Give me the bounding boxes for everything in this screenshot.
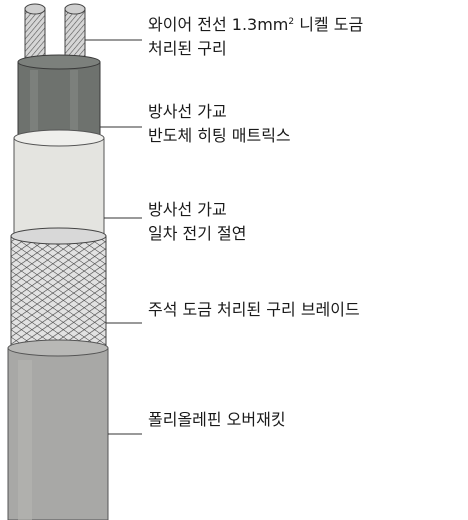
leader-lines: [85, 39, 142, 435]
label-conductor-wire-line2: 처리된 구리: [148, 39, 227, 58]
label-heating-matrix-line2: 반도체 히팅 매트릭스: [148, 126, 291, 145]
label-conductor-wire: 와이어 전선 1.3mm2 니켈 도금 처리된 구리: [148, 10, 363, 61]
label-heating-matrix-line1: 방사선 가교: [148, 102, 227, 121]
label-heating-matrix: 방사선 가교 반도체 히팅 매트릭스: [148, 100, 291, 148]
conductor-wires: [24, 3, 86, 71]
label-conductor-wire-text: 와이어 전선 1.3mm: [148, 15, 289, 34]
overjacket-layer: [7, 339, 109, 520]
wire-right-end: [64, 3, 86, 15]
wire-left-end: [24, 3, 46, 15]
label-overjacket: 폴리올레핀 오버재킷: [148, 408, 286, 432]
label-conductor-wire-line1: 와이어 전선 1.3mm2 니켈 도금: [148, 10, 363, 37]
label-primary-insulation: 방사선 가교 일차 전기 절연: [148, 198, 247, 246]
label-braid: 주석 도금 처리된 구리 브레이드: [148, 298, 360, 322]
braid-layer: [10, 227, 107, 357]
label-conductor-wire-tail: 니켈 도금: [294, 15, 364, 34]
label-braid-line1: 주석 도금 처리된 구리 브레이드: [148, 300, 360, 319]
squared-superscript: 2: [288, 17, 295, 27]
label-primary-insulation-line1: 방사선 가교: [148, 200, 227, 219]
label-overjacket-line1: 폴리올레핀 오버재킷: [148, 410, 286, 429]
heating-matrix-layer: [17, 54, 101, 147]
label-primary-insulation-line2: 일차 전기 절연: [148, 224, 247, 243]
primary-insulation-layer: [13, 129, 105, 245]
